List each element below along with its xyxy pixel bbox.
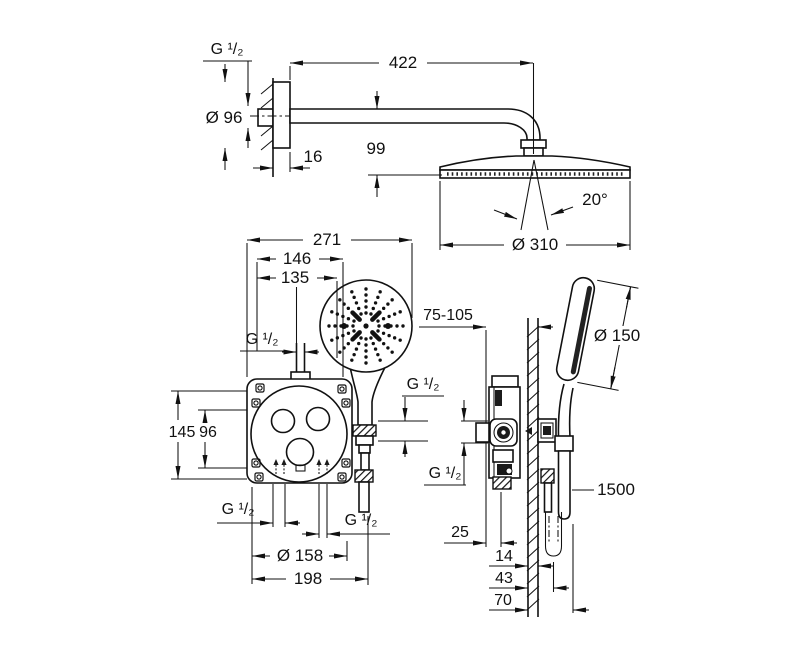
dim-hose-thread-front: G ¹/₂ [407,376,440,393]
elbow-step1 [355,435,374,446]
dimensions-front: 271 146 135 G ¹/₂ 145 96 [169,230,413,588]
dim-holder-offset: 135 [281,268,309,287]
dim-inlet-left-thread: G ¹/₂ [222,501,255,518]
section-marker-icon [525,427,532,435]
wall-hatch-side-icon [526,325,540,611]
dim-handshower-diameter: Ø 150 [594,326,640,345]
dim-inlet-right-thread: G ¹/₂ [345,512,378,529]
hand-shower-face-side [570,285,592,375]
dim-hose-length: 1500 [597,480,635,499]
dim-arm-thread: G ¹/₂ [211,41,244,58]
valve-detail-mid [492,449,514,463]
trim-circle [250,385,348,483]
inlet-port-markers [273,459,330,474]
hand-shower-handle-side [557,450,571,520]
wall-flange [272,81,291,149]
hose-loop [544,512,563,557]
arm-thread-stub [257,108,274,127]
dim-hose-offset: 146 [283,249,311,268]
hand-shower-side-view [555,276,639,391]
handle-clamp [554,435,574,452]
control-port-left [270,408,296,434]
dimensions-top: G ¹/₂ Ø 96 422 16 99 20° [203,41,631,254]
dim-port-spacing: 96 [199,424,217,441]
dim-trim-width: 271 [313,230,341,249]
dim-box-edge-depth: 25 [451,524,469,541]
hose-thread-side-part [540,468,555,484]
head-shower-assembly [250,78,631,179]
handle-curve-right [568,387,574,438]
dim-install-depth-range: 75-105 [423,307,473,324]
head-shower-rim [439,169,631,179]
dim-flange-depth: 16 [304,147,323,166]
dim-spray-angle: 20° [582,190,608,209]
dim-head-drop: 99 [367,139,386,158]
mixer-front-view [246,262,353,484]
dim-trim-diameter: Ø 158 [277,546,323,565]
handle-curve-left [557,383,565,438]
mounting-screws [251,383,351,482]
valve-detail-top [495,390,502,406]
dim-trim-total-width: 198 [294,569,322,588]
hose-connector-side [543,482,553,513]
dim-handle-depth: 70 [494,592,512,609]
dim-hose-thread-side: G ¹/₂ [429,465,462,482]
outlet-stub-side [475,422,490,443]
shower-arm [289,108,541,141]
dim-trim-height: 145 [169,424,196,441]
dim-wall-thickness: 14 [495,548,513,565]
hose-elbow-nut [352,424,377,437]
elbow-tube [360,452,370,471]
dim-flange-diameter: Ø 96 [206,108,243,127]
dim-outlet-depth: 43 [495,570,513,587]
cartridge-key [295,464,306,472]
side-section-view: Ø 150 [475,276,646,617]
rough-in-box-plate [246,378,353,484]
hose-outlet-pipe [358,481,370,513]
valve-thread-bottom [492,476,512,490]
hose-thread-front [354,469,374,483]
dim-arm-length: 422 [389,53,417,72]
valve-bracket [491,375,519,388]
elbow-step2 [358,444,371,454]
valve-detail-low [497,464,512,475]
dimensions-side: 75-105 G ¹/₂ G ¹/₂ 25 14 43 70 [378,307,635,613]
dim-supply-thread: G ¹/₂ [246,331,279,348]
control-port-right [305,406,331,432]
dim-head-diameter: Ø 310 [512,235,558,254]
